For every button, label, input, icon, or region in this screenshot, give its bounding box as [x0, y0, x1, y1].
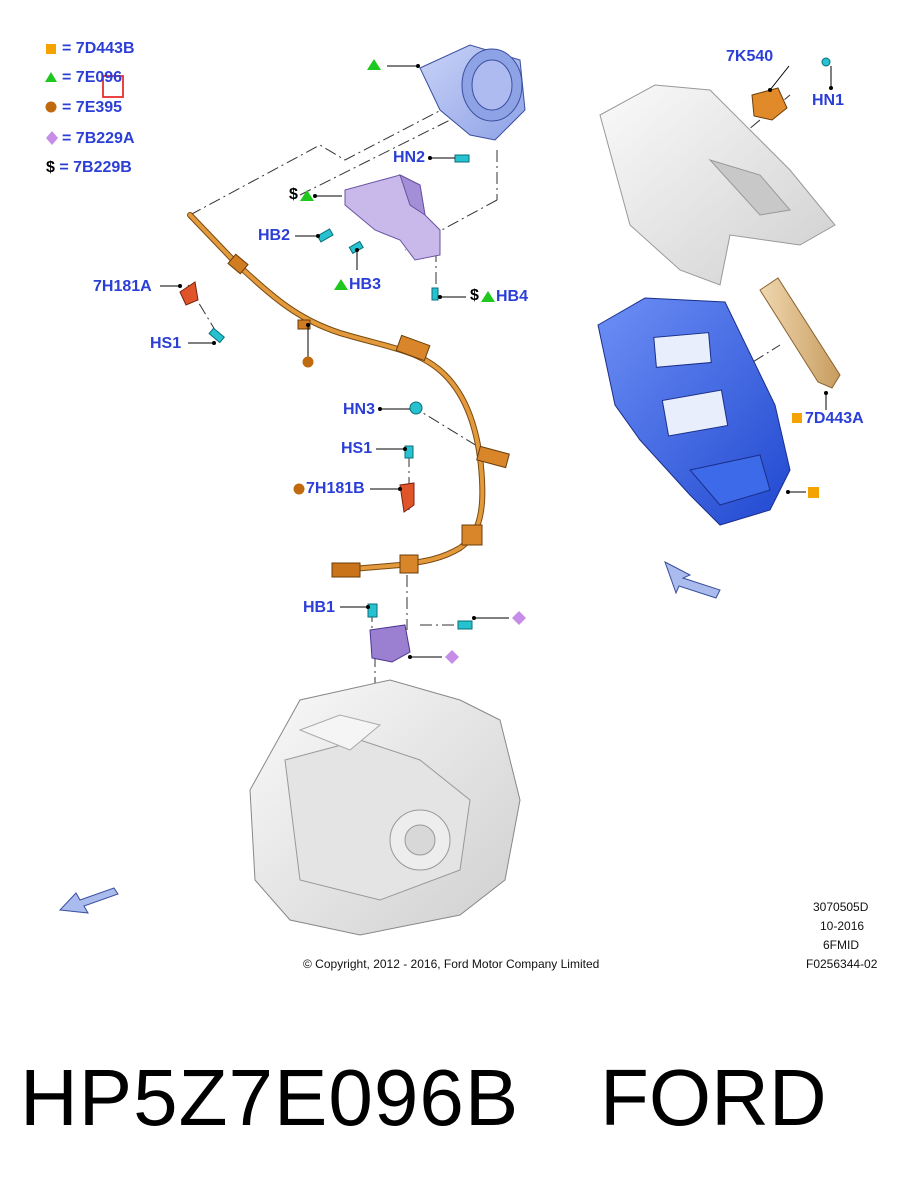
bumper-7k540 — [751, 87, 788, 121]
triangle-marker-icon — [367, 59, 381, 70]
legend-orange-square-icon — [46, 44, 56, 54]
label-7k540: 7K540 — [726, 48, 774, 65]
diagram-canvas — [45, 44, 841, 936]
part-number: HP5Z7E096B — [20, 1053, 520, 1142]
legend-row-7b229a: = 7B229A — [62, 130, 135, 148]
label-hb1: HB1 — [303, 599, 336, 616]
copyright-text: © Copyright, 2012 - 2016, Ford Motor Com… — [303, 957, 600, 971]
label-hs1-top: HS1 — [150, 335, 182, 352]
info-line-3: 6FMID — [823, 938, 859, 952]
label-hb2: HB2 — [258, 227, 291, 244]
triangle-marker-icon — [481, 291, 495, 302]
dollar-marker: $ — [289, 186, 298, 203]
triangle-marker-icon — [300, 190, 314, 201]
clip-7h181b — [399, 482, 415, 513]
legend-brown-circle-icon — [45, 101, 57, 113]
label-hb3: HB3 — [349, 276, 382, 293]
info-line-2: 10-2016 — [820, 919, 865, 933]
trim-7d443a — [759, 277, 841, 389]
dollar-marker: $ — [470, 287, 479, 304]
label-hn3: HN3 — [343, 401, 376, 418]
legend-row-7d443b: = 7D443B — [62, 40, 135, 58]
circle-marker-icon — [302, 356, 314, 368]
shift-cable — [187, 212, 510, 578]
legend-code: 7B229B — [73, 159, 132, 176]
selector-lever-housing — [419, 44, 526, 141]
arrow-forward-icon — [664, 560, 721, 599]
label-hb4: HB4 — [496, 288, 529, 305]
console-panel — [597, 297, 791, 526]
legend-row-7e395: = 7E395 — [62, 99, 122, 117]
legend-purple-diamond-icon — [46, 131, 58, 145]
label-7h181a: 7H181A — [93, 278, 152, 295]
legend-eq: = — [62, 69, 72, 86]
parts-diagram: = 7D443B = 7E096 = 7E395 = 7B229A $ = 7B… — [45, 40, 878, 971]
shifter-bracket — [344, 174, 441, 261]
legend-symbols — [45, 44, 58, 145]
info-line-4: F0256344-02 — [806, 957, 878, 971]
label-7h181b: 7H181B — [306, 480, 365, 497]
legend-eq: = — [62, 40, 72, 57]
brand-name: FORD — [600, 1053, 827, 1142]
square-marker-icon — [808, 487, 819, 498]
label-7d443a: 7D443A — [805, 410, 864, 427]
legend-code: 7E395 — [75, 99, 123, 116]
clip-7h181a — [179, 281, 199, 306]
legend-code: 7D443B — [75, 40, 135, 57]
diamond-marker-icon — [445, 650, 459, 664]
callout-symbols — [293, 59, 819, 664]
square-marker-icon — [792, 413, 802, 423]
legend-eq: = — [59, 159, 69, 176]
body-panel — [599, 84, 836, 286]
fasteners — [208, 57, 831, 630]
legend-code: 7E096 — [75, 69, 123, 86]
transmission — [249, 679, 521, 936]
legend-code: 7B229A — [75, 130, 135, 147]
triangle-marker-icon — [334, 279, 348, 290]
arrow-back-icon — [58, 887, 119, 914]
legend-row-7e096: = 7E096 — [62, 69, 122, 87]
label-hn1: HN1 — [812, 92, 845, 109]
transmission-bracket — [369, 624, 411, 663]
legend-eq: = — [62, 99, 72, 116]
label-hs1-mid: HS1 — [341, 440, 373, 457]
legend-eq: = — [62, 130, 72, 147]
legend-green-triangle-icon — [45, 72, 57, 82]
highlight-box — [102, 75, 124, 98]
leader-lines — [160, 65, 832, 658]
direction-arrows — [58, 560, 721, 914]
legend-row-7b229b: $ = 7B229B — [46, 159, 132, 177]
dollar-sign-icon: $ — [46, 159, 55, 176]
circle-marker-icon — [293, 483, 305, 495]
label-hn2: HN2 — [393, 149, 426, 166]
info-line-1: 3070505D — [813, 900, 869, 914]
diamond-marker-icon — [512, 611, 526, 625]
leader-dots — [178, 64, 833, 659]
